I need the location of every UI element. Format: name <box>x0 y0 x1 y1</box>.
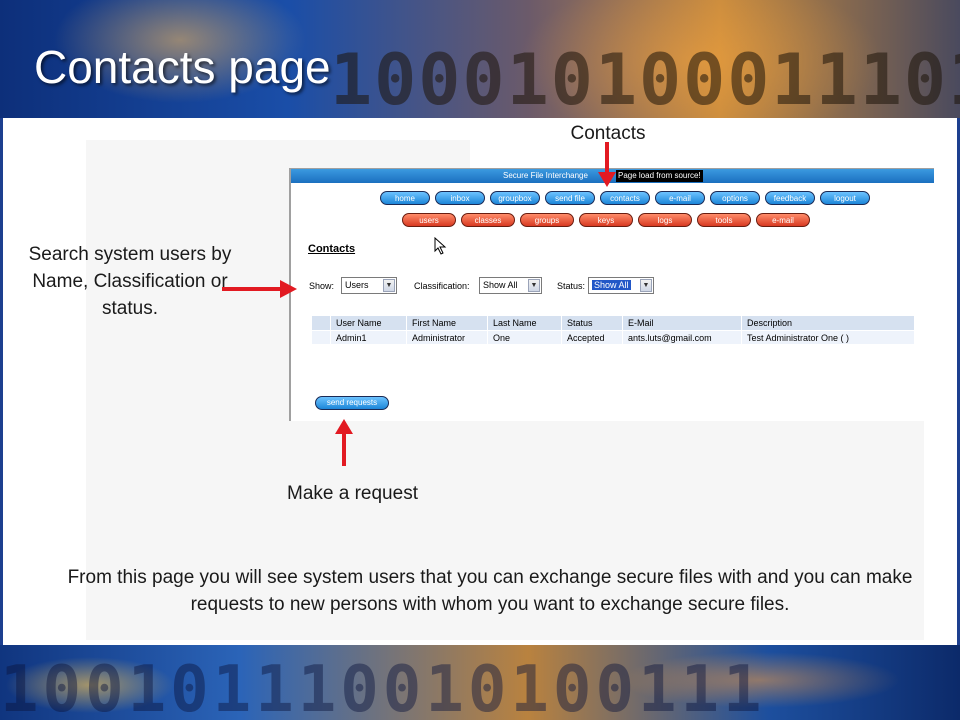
slide-frame-right <box>957 118 960 648</box>
nav-options-button[interactable]: options <box>710 191 760 205</box>
nav-logs-button[interactable]: logs <box>638 213 692 227</box>
nav-groups-button[interactable]: groups <box>520 213 574 227</box>
page-description: From this page you will see system users… <box>67 567 913 615</box>
nav-keys-button[interactable]: keys <box>579 213 633 227</box>
column-header-first-name: First Name <box>406 315 488 331</box>
cell-user-name: Admin1 <box>330 330 407 345</box>
footer-digit-pattern: 100101110010100111 <box>0 653 766 720</box>
nav-users-button[interactable]: users <box>402 213 456 227</box>
nav-feedback-button[interactable]: feedback <box>765 191 815 205</box>
contacts-heading: Contacts <box>308 243 356 255</box>
show-filter-label: Show: <box>309 281 335 291</box>
cell-last-name: One <box>487 330 562 345</box>
admin-nav: users classes groups keys logs tools e-m… <box>402 213 810 227</box>
classification-filter-label: Classification: <box>414 281 470 291</box>
request-annotation: Make a request <box>287 483 418 504</box>
nav-logout-button[interactable]: logout <box>820 191 870 205</box>
slide-title: Contacts page <box>34 41 331 93</box>
slide-frame-left <box>0 118 3 648</box>
cell-first-name: Administrator <box>406 330 488 345</box>
app-screenshot: Secure File Interchange Page load from s… <box>289 168 934 421</box>
cell-status: Accepted <box>561 330 623 345</box>
arrow-right-icon <box>222 280 297 298</box>
nav-inbox-button[interactable]: inbox <box>435 191 485 205</box>
column-header-user-name: User Name <box>330 315 407 331</box>
nav-home-button[interactable]: home <box>380 191 430 205</box>
users-table: User Name First Name Last Name Status E-… <box>311 315 915 345</box>
row-select-cell[interactable] <box>311 330 331 345</box>
status-select-value: Show All <box>592 280 631 290</box>
header-banner: 1000101000111010 <box>0 0 960 120</box>
page-load-message: Page load from source! <box>616 170 703 182</box>
cell-description: Test Administrator One ( ) <box>741 330 915 345</box>
table-row[interactable]: Admin1 Administrator One Accepted ants.l… <box>311 330 915 345</box>
chevron-down-icon: ▼ <box>528 279 540 292</box>
table-header-row: User Name First Name Last Name Status E-… <box>311 315 915 331</box>
show-select-value: Users <box>345 280 369 290</box>
status-filter-label: Status: <box>557 281 586 291</box>
chevron-down-icon: ▼ <box>640 279 652 292</box>
chevron-down-icon: ▼ <box>383 279 395 292</box>
column-header-last-name: Last Name <box>487 315 562 331</box>
arrow-down-icon <box>598 142 616 187</box>
footer-banner: 100101110010100111 <box>0 645 960 720</box>
select-column-header <box>311 315 331 331</box>
screenshot-backdrop-patch <box>470 140 924 168</box>
arrow-up-icon <box>335 419 353 466</box>
search-annotation: Search system users by Name, Classificat… <box>28 244 232 319</box>
mouse-cursor-icon <box>434 237 447 255</box>
contacts-annotation: Contacts <box>570 123 646 144</box>
column-header-description: Description <box>741 315 915 331</box>
nav-contacts-button[interactable]: contacts <box>600 191 650 205</box>
show-select[interactable]: Users ▼ <box>341 277 397 294</box>
nav-tools-button[interactable]: tools <box>697 213 751 227</box>
nav-send-file-button[interactable]: send file <box>545 191 595 205</box>
nav-groupbox-button[interactable]: groupbox <box>490 191 540 205</box>
primary-nav: home inbox groupbox send file contacts e… <box>380 191 870 205</box>
nav-admin-email-button[interactable]: e-mail <box>756 213 810 227</box>
app-title: Secure File Interchange <box>503 171 588 180</box>
cell-email: ants.luts@gmail.com <box>622 330 742 345</box>
status-select[interactable]: Show All ▼ <box>588 277 654 294</box>
column-header-status: Status <box>561 315 623 331</box>
nav-email-button[interactable]: e-mail <box>655 191 705 205</box>
send-requests-button[interactable]: send requests <box>315 396 389 410</box>
classification-select[interactable]: Show All ▼ <box>479 277 542 294</box>
classification-select-value: Show All <box>483 280 518 290</box>
column-header-email: E-Mail <box>622 315 742 331</box>
nav-classes-button[interactable]: classes <box>461 213 515 227</box>
banner-digit-pattern: 1000101000111010 <box>330 40 960 120</box>
